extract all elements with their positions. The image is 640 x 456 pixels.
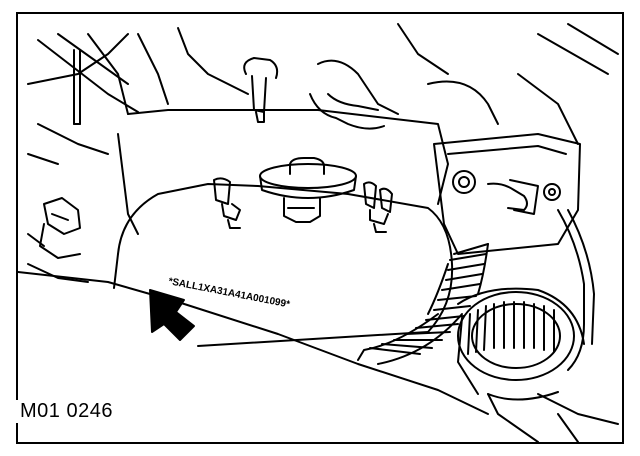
bleed-nipple-fitting [243,57,279,123]
reservoir-body [113,109,454,347]
corrugated-hose [357,243,489,365]
right-connectors [363,181,393,233]
illustration-frame: *SALL1XA31A41A001099* [16,12,624,444]
air-intake-duct [457,287,585,401]
lower-panel [18,271,619,442]
figure-code: M01 0246 [16,400,117,423]
wire-harness [309,93,385,130]
bulkhead-bracket [433,133,581,255]
left-bracket [27,197,89,283]
background-structure [27,23,619,165]
engine-bay-line-drawing: *SALL1XA31A41A001099* [18,23,619,442]
reservoir-cap [259,157,357,223]
earth-cable [487,179,595,371]
left-connector [213,177,241,229]
pointer-arrow [149,289,195,341]
